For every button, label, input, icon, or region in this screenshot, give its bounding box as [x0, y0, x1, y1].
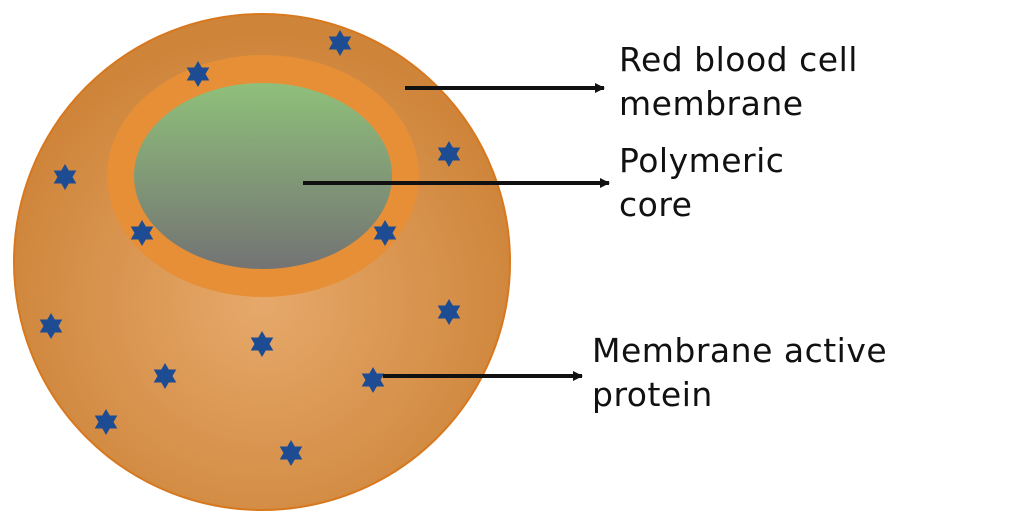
label-line: membrane	[619, 84, 804, 123]
label-line: core	[619, 185, 693, 224]
label-line: Polymeric	[619, 141, 785, 180]
label-line: Red blood cell	[619, 40, 858, 79]
membrane-protein-group	[39, 30, 461, 466]
membrane-protein-star-icon	[39, 313, 63, 339]
membrane-protein-star-icon	[328, 30, 352, 56]
membrane-protein-star-icon	[437, 141, 461, 167]
membrane-protein-star-icon	[153, 363, 177, 389]
label-line: Membrane active	[592, 331, 888, 370]
membrane-protein-star-icon	[361, 367, 385, 393]
membrane-protein-star-icon	[250, 331, 274, 357]
label-line: protein	[592, 375, 713, 414]
membrane-protein-star-icon	[373, 220, 397, 246]
label-red-blood-cell-membrane: Red blood cell membrane	[619, 38, 858, 126]
label-membrane-active-protein: Membrane active protein	[592, 329, 887, 417]
membrane-protein-star-icon	[186, 61, 210, 87]
polymeric-core	[134, 83, 392, 269]
membrane-protein-star-icon	[437, 299, 461, 325]
membrane-protein-star-icon	[94, 409, 118, 435]
membrane-protein-star-icon	[130, 220, 154, 246]
membrane-protein-star-icon	[279, 440, 303, 466]
label-polymeric-core: Polymeric core	[619, 139, 784, 227]
membrane-protein-star-icon	[53, 164, 77, 190]
